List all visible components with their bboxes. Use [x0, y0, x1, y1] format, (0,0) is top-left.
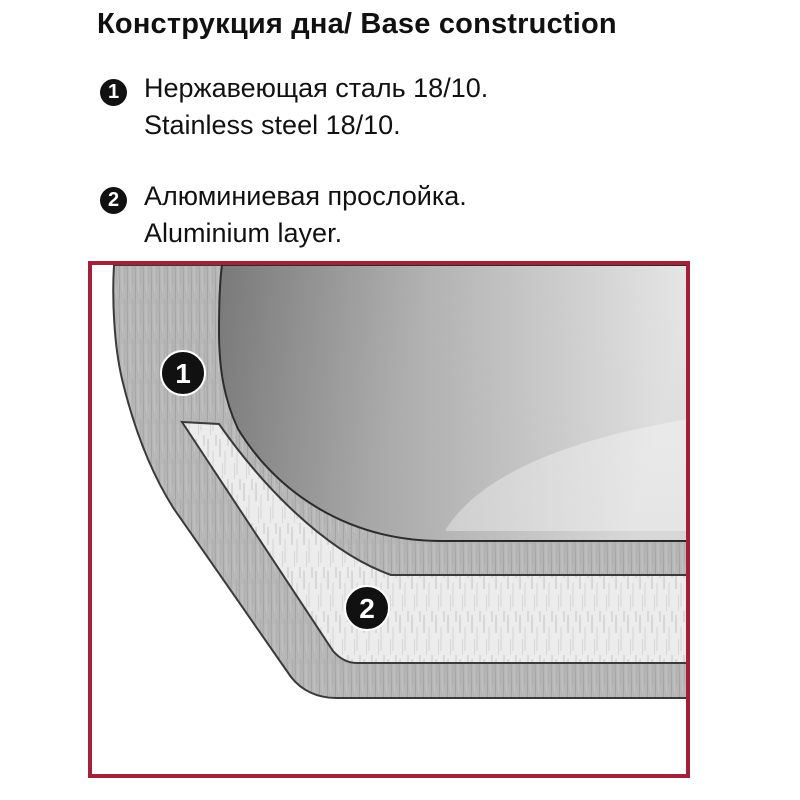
callout-label: 2 [359, 593, 375, 624]
interior-highlight [446, 419, 689, 531]
aluminium-layer [180, 420, 690, 664]
legend-text: Нержавеющая сталь 18/10. Stainless steel… [144, 70, 488, 144]
base-construction-diagram: 1 2 [86, 259, 692, 780]
cross-section-illustration: 1 2 [88, 261, 690, 778]
diagram-frame [88, 261, 690, 778]
number-marker-2: 2 [100, 187, 127, 214]
callout-1: 1 [160, 350, 206, 396]
number-marker-1: 1 [100, 79, 127, 106]
legend-label-en: Aluminium layer. [144, 218, 343, 248]
legend-label-en: Stainless steel 18/10. [144, 110, 401, 140]
legend-label-ru: Алюминиевая прослойка. [144, 181, 467, 211]
legend-label-ru: Нержавеющая сталь 18/10. [144, 73, 489, 103]
legend-text: Алюминиевая прослойка. Aluminium layer. [144, 178, 467, 252]
interior-shade [219, 265, 689, 541]
callout-label: 1 [175, 358, 191, 389]
callout-2: 2 [344, 585, 390, 631]
page-title: Конструкция дна/ Base construction [97, 8, 617, 40]
